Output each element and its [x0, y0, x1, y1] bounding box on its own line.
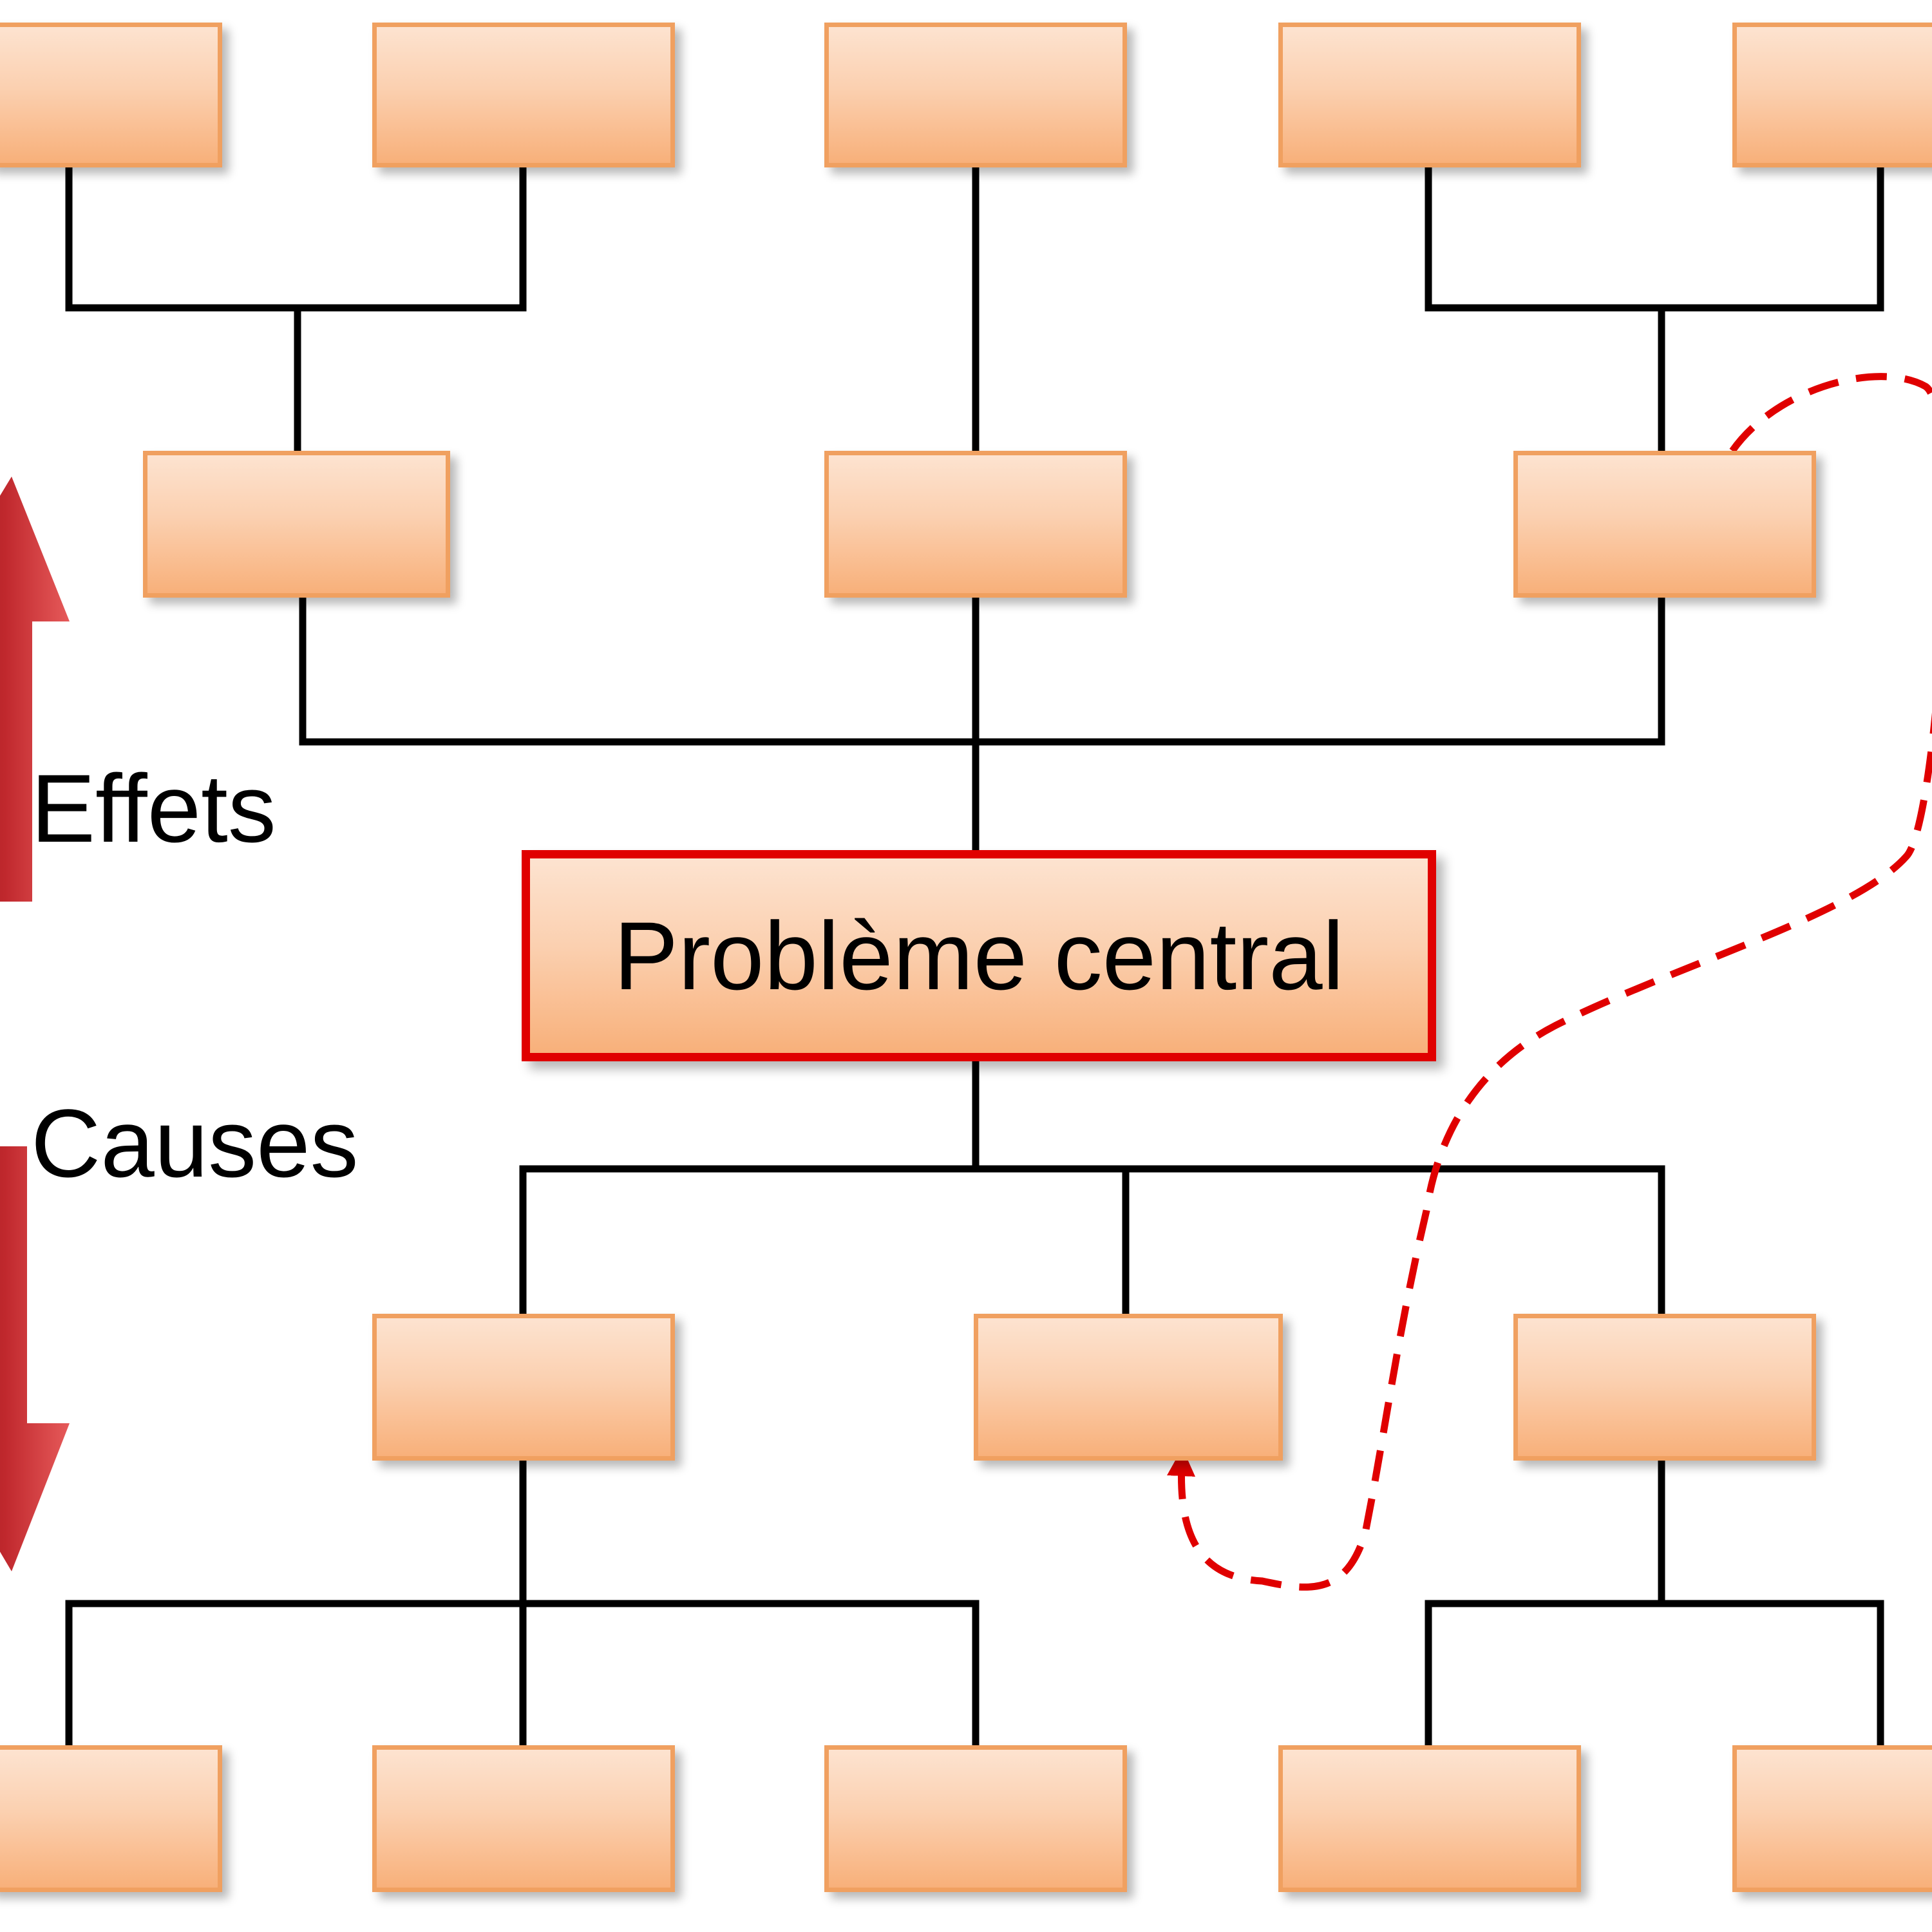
causes-connectors	[65, 1057, 1884, 1749]
effect-box	[1278, 23, 1581, 167]
feedback-dashed-path	[1167, 373, 1932, 1591]
effect-box	[372, 23, 675, 167]
effects-label: Effets	[31, 754, 276, 862]
cause-box	[0, 1745, 222, 1892]
cause-box	[974, 1314, 1283, 1461]
effect-box	[1513, 451, 1816, 598]
cause-box	[824, 1745, 1127, 1892]
cause-box	[1513, 1314, 1816, 1461]
central-problem-label: Problème central	[614, 901, 1344, 1010]
effect-box	[0, 23, 222, 167]
effects-arrow-icon	[0, 477, 70, 902]
central-problem-box: Problème central	[522, 850, 1436, 1061]
effect-box	[824, 451, 1127, 598]
cause-box	[372, 1745, 675, 1892]
cause-box	[1732, 1745, 1932, 1892]
effect-box	[143, 451, 450, 598]
causes-arrow-icon	[0, 1146, 70, 1571]
effect-box	[824, 23, 1127, 167]
effects-connectors	[65, 164, 1884, 854]
causes-label: Causes	[31, 1089, 359, 1197]
cause-box	[372, 1314, 675, 1461]
cause-box	[1278, 1745, 1581, 1892]
effect-box	[1732, 23, 1932, 167]
